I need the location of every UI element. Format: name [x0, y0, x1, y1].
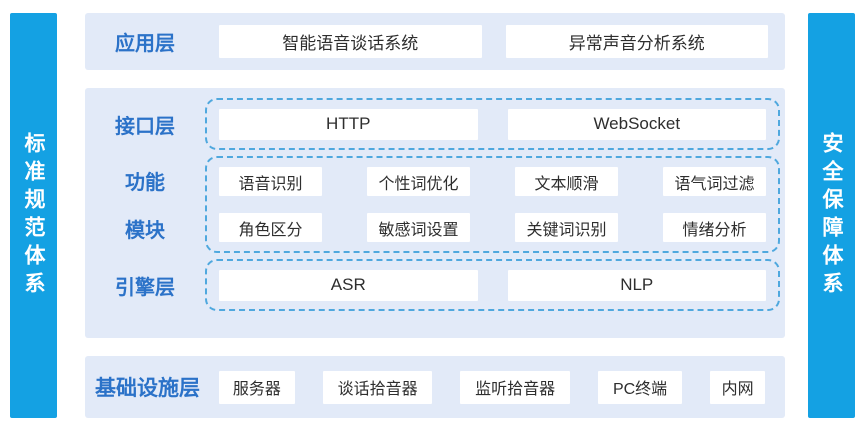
box-monitor-microphone: 监听拾音器 — [460, 370, 570, 404]
right-pillar: 安全保障体系 — [808, 13, 855, 418]
main-column: 应用层 智能语音谈话系统 异常声音分析系统 接口层 HTTP WebSocket… — [85, 13, 785, 418]
engine-layer-label-col: 引擎层 — [85, 259, 205, 311]
engine-layer-label: 引擎层 — [115, 276, 175, 299]
infrastructure-layer-label: 基础设施层 — [95, 377, 200, 400]
box-role-separation: 角色区分 — [219, 213, 322, 242]
box-sensitive-word-settings: 敏感词设置 — [367, 213, 470, 242]
engine-layer-group: ASR NLP — [205, 259, 780, 311]
function-module-label-col: 功能 模块 — [85, 156, 205, 253]
box-abnormal-sound-analysis-system: 异常声音分析系统 — [505, 25, 768, 58]
box-talk-microphone: 谈话拾音器 — [322, 370, 433, 404]
interface-layer-label-col: 接口层 — [85, 98, 205, 150]
box-keyword-recognition: 关键词识别 — [515, 213, 618, 242]
interface-layer-group: HTTP WebSocket — [205, 98, 780, 150]
box-intranet: 内网 — [710, 370, 765, 404]
right-pillar-label: 安全保障体系 — [820, 131, 843, 300]
box-speech-recognition: 语音识别 — [219, 167, 322, 196]
box-websocket: WebSocket — [507, 108, 766, 140]
interface-layer-label: 接口层 — [115, 115, 175, 138]
application-layer-label: 应用层 — [115, 33, 175, 55]
function-row-2: 角色区分 敏感词设置 关键词识别 情绪分析 — [219, 213, 766, 242]
box-personal-word-optimization: 个性词优化 — [367, 167, 470, 196]
box-text-smoothing: 文本顺滑 — [515, 167, 618, 196]
box-http: HTTP — [219, 108, 478, 140]
box-pc-terminal: PC终端 — [597, 370, 683, 404]
box-asr: ASR — [219, 269, 478, 301]
infrastructure-layer-panel: 基础设施层 服务器 谈话拾音器 监听拾音器 PC终端 内网 — [85, 356, 785, 418]
infrastructure-boxes: 服务器 谈话拾音器 监听拾音器 PC终端 内网 — [219, 370, 765, 404]
left-pillar: 标准规范体系 — [10, 13, 57, 418]
box-nlp: NLP — [507, 269, 766, 301]
interface-layer-row: 接口层 HTTP WebSocket — [85, 98, 785, 150]
box-server: 服务器 — [219, 370, 295, 404]
function-row-1: 语音识别 个性词优化 文本顺滑 语气词过滤 — [219, 167, 766, 196]
function-module-label-line1: 功能 — [125, 171, 165, 194]
function-module-group: 语音识别 个性词优化 文本顺滑 语气词过滤 角色区分 敏感词设置 关键词识别 情… — [205, 156, 780, 253]
application-layer-panel: 应用层 智能语音谈话系统 异常声音分析系统 — [85, 13, 785, 70]
left-pillar-label: 标准规范体系 — [22, 131, 45, 300]
box-intelligent-voice-talk-system: 智能语音谈话系统 — [219, 25, 482, 58]
function-module-row: 功能 模块 语音识别 个性词优化 文本顺滑 语气词过滤 角色区分 敏感词设置 关… — [85, 156, 785, 253]
box-emotion-analysis: 情绪分析 — [663, 213, 766, 242]
engine-layer-row: 引擎层 ASR NLP — [85, 259, 785, 311]
middle-layers-panel: 接口层 HTTP WebSocket 功能 模块 语音识别 个性词优化 文本顺滑 — [85, 88, 785, 338]
box-filler-word-filtering: 语气词过滤 — [663, 167, 766, 196]
application-boxes: 智能语音谈话系统 异常声音分析系统 — [219, 25, 768, 58]
function-module-label-line2: 模块 — [125, 220, 165, 243]
